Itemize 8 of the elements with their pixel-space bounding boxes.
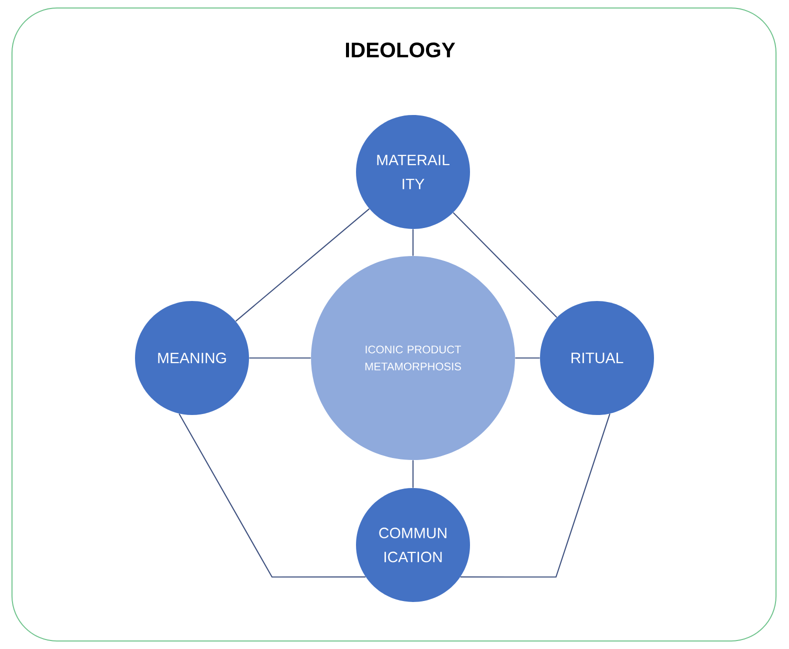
connector-line	[178, 413, 366, 578]
connector-line	[452, 212, 558, 318]
connector-line	[235, 208, 370, 322]
connector-line	[249, 357, 311, 359]
connector-line	[460, 414, 610, 578]
connector-line	[515, 357, 540, 359]
connector-line	[412, 229, 414, 256]
connector-line	[412, 460, 414, 488]
